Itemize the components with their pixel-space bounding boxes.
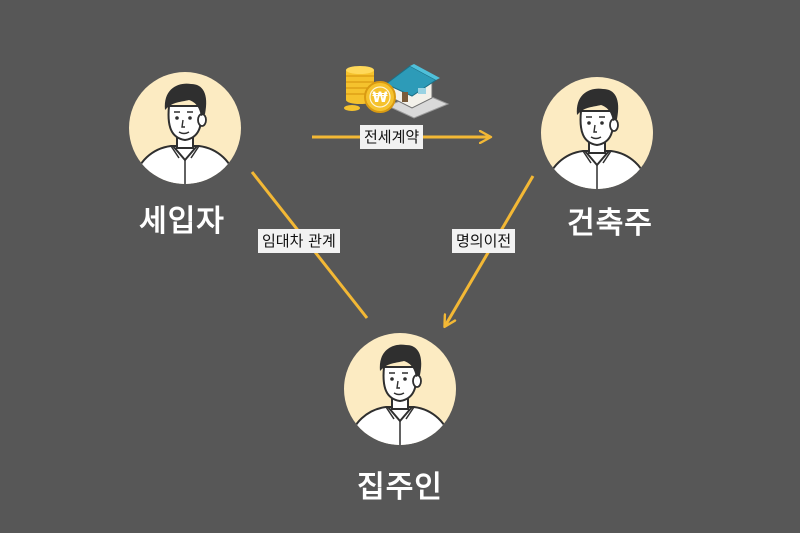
builder-avatar	[541, 77, 653, 193]
landlord-label: 집주인	[357, 470, 443, 505]
landlord-avatar	[344, 333, 456, 449]
lease-contract-label: 전세계약	[360, 125, 424, 149]
tenant-avatar	[129, 72, 241, 188]
rental-relation-label: 임대차 관계	[258, 229, 340, 253]
tenant-label: 세입자	[139, 204, 225, 239]
house-and-coins-icon: ₩	[344, 64, 450, 119]
ownership-transfer-label: 명의이전	[452, 229, 516, 253]
won-symbol: ₩	[372, 90, 388, 106]
builder-label: 건축주	[567, 206, 653, 241]
